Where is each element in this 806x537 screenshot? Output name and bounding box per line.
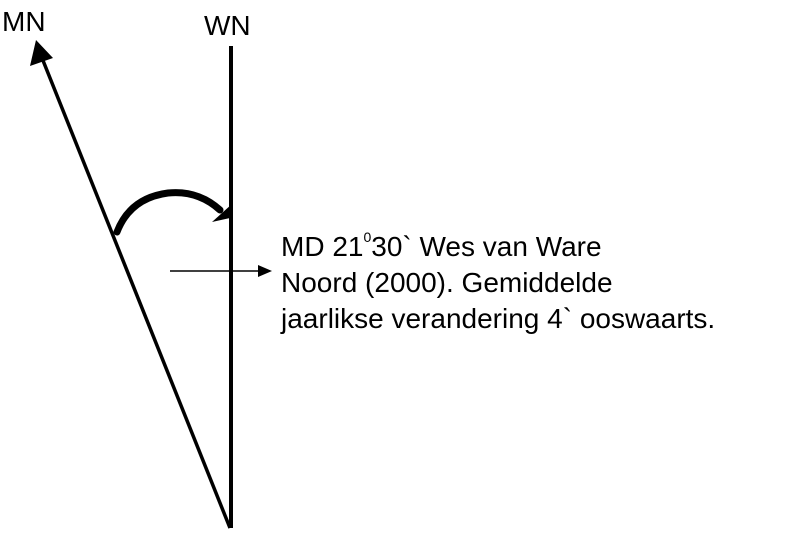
declination-note-line-3: jaarlikse verandering 4` ooswaarts.: [281, 303, 716, 334]
declination-arc: [113, 189, 224, 236]
declination-note: MD 21030` Wes van Ware Noord (2000). Gem…: [281, 229, 715, 337]
magnetic-north-line: [40, 57, 232, 529]
true-north-label: WN: [204, 10, 251, 41]
declination-value-prefix: MD 21: [281, 231, 364, 262]
declination-value-suffix: 30` Wes van Ware: [371, 231, 602, 262]
degree-symbol: 0: [363, 229, 372, 245]
magnetic-north-arrowhead: [30, 40, 53, 66]
declination-note-line-2: Noord (2000). Gemiddelde: [281, 267, 613, 298]
pointer-arrow-head: [258, 265, 272, 277]
magnetic-north-label: MN: [2, 6, 46, 37]
declination-note-line-1: MD 21030` Wes van Ware: [281, 229, 715, 265]
declination-arc-arrowhead: [212, 204, 232, 222]
